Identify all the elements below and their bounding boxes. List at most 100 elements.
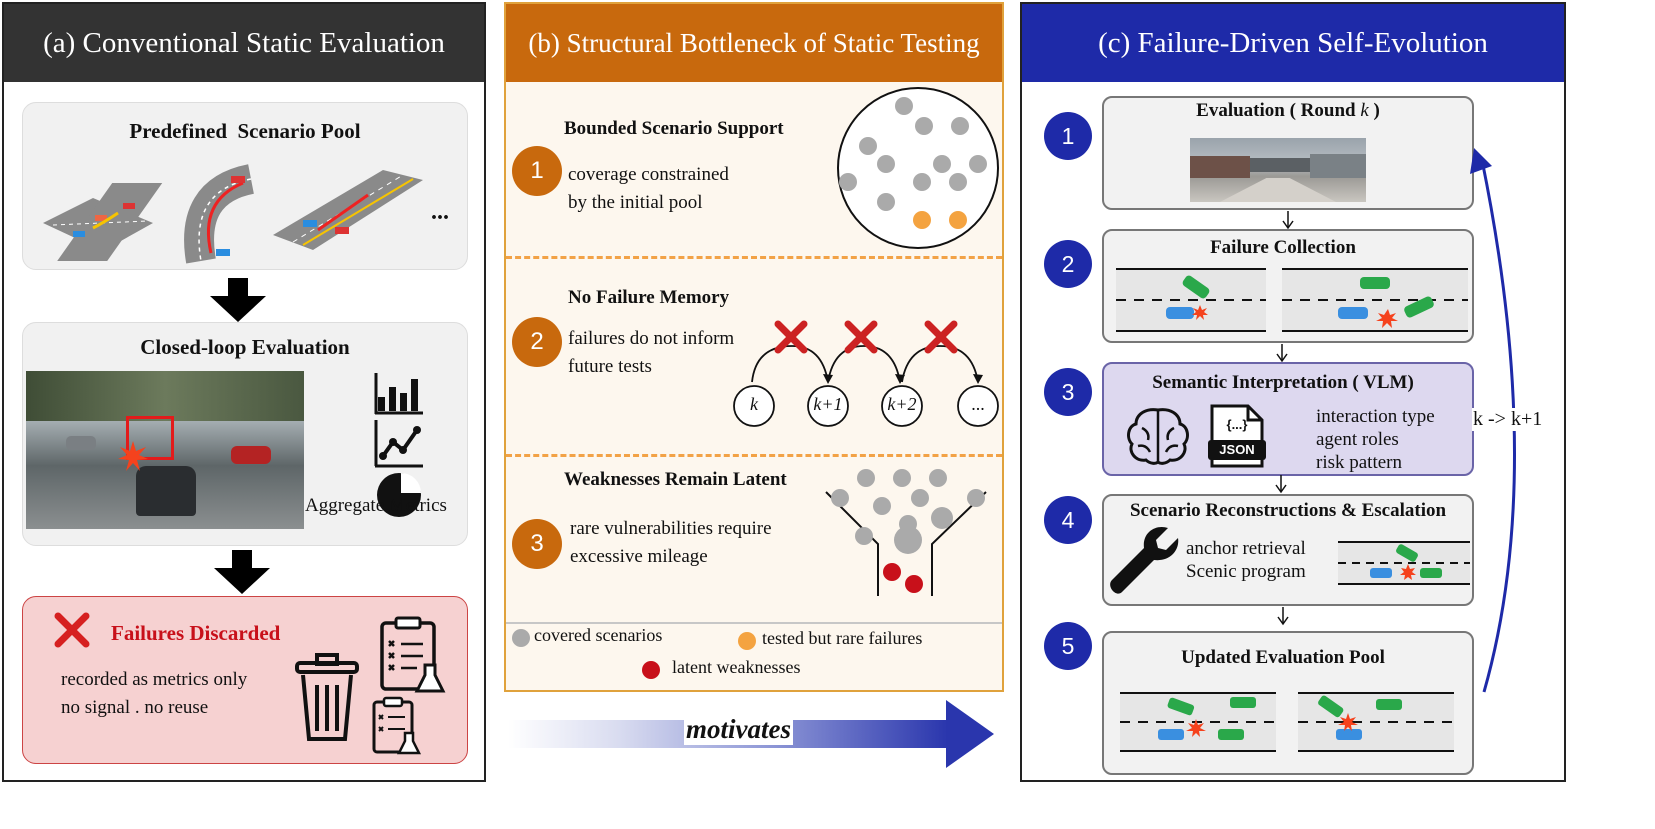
motivates-arrow-head	[946, 700, 994, 768]
arrow-2-3	[1276, 344, 1288, 363]
item1-number: 1	[512, 146, 562, 196]
bar-chart-icon	[374, 373, 423, 415]
json-file-icon: {...} JSON	[1208, 404, 1266, 470]
step1-title: Evaluation ( Round k )	[1104, 100, 1472, 122]
scenario-ellipsis: ...	[431, 199, 449, 225]
scenario-support-circle	[837, 87, 999, 249]
step1-number: 1	[1044, 112, 1092, 160]
step4-box: Scenario Reconstructions & Escalation an…	[1102, 494, 1474, 606]
failure-memory-chain	[733, 320, 999, 427]
step1-box: Evaluation ( Round k )	[1102, 96, 1474, 210]
round-k: k	[750, 394, 758, 414]
item1-title: Bounded Scenario Support	[564, 118, 784, 139]
step5-number: 5	[1044, 622, 1092, 670]
legend-rare-swatch	[738, 632, 756, 650]
item1-line1: coverage constrained	[568, 164, 729, 185]
item3-number: 3	[512, 519, 562, 569]
step4-line2: Scenic program	[1186, 561, 1306, 582]
item3-title: Weaknesses Remain Latent	[564, 469, 787, 490]
step3-line3: risk pattern	[1316, 452, 1403, 473]
failures-title: Failures Discarded	[111, 621, 281, 645]
panel-b: (b) Structural Bottleneck of Static Test…	[504, 2, 1004, 692]
loop-arrow	[1470, 148, 1516, 693]
step3-line1: interaction type	[1316, 406, 1435, 427]
item2-line1: failures do not inform	[568, 328, 735, 349]
panel-a-header: (a) Conventional Static Evaluation	[4, 4, 484, 82]
step2-title: Failure Collection	[1210, 237, 1356, 258]
clipboard-flask-icon-small	[372, 696, 422, 755]
down-arrow-1	[210, 278, 266, 322]
legend-covered-label: covered scenarios	[534, 625, 663, 645]
cross-icon	[54, 612, 90, 648]
arrow-1-2	[1282, 211, 1294, 230]
scenario-pool-title: Predefined Scenario Pool	[129, 119, 361, 143]
curved-road-illustration	[184, 164, 255, 264]
step1-title-prefix: Evaluation ( Round	[1196, 100, 1361, 121]
panel-a: (a) Conventional Static Evaluation Prede…	[2, 2, 486, 782]
simulation-image	[26, 371, 304, 529]
escalation-road	[1338, 541, 1470, 585]
motivates-label: motivates	[684, 714, 793, 745]
item3-line2: excessive mileage	[570, 546, 708, 567]
round-ellipsis: ...	[971, 394, 985, 414]
json-label: JSON	[1219, 442, 1255, 457]
updated-road-1	[1120, 692, 1276, 752]
failures-discarded-box: Failures Discarded recorded as metrics o…	[22, 596, 468, 764]
json-braces: {...}	[1226, 417, 1248, 432]
arrow-3-4	[1275, 475, 1287, 494]
latent-funnel	[825, 469, 987, 596]
failure-road-1	[1116, 268, 1266, 332]
item2-number: 2	[512, 317, 562, 367]
step4-number: 4	[1044, 496, 1092, 544]
step3-title: Semantic Interpretation ( VLM)	[1152, 372, 1414, 393]
intersection-illustration	[43, 183, 163, 261]
failure-road-2	[1282, 268, 1468, 332]
item2-line2: future tests	[568, 356, 652, 377]
scenario-pool-box: Predefined Scenario Pool	[22, 102, 468, 270]
item3-line1: rare vulnerabilities require	[570, 518, 772, 539]
divider-2	[506, 454, 1002, 457]
wrench-icon	[1110, 526, 1179, 594]
round-k1: k+1	[813, 394, 843, 414]
failures-line1: recorded as metrics only	[61, 669, 248, 690]
collision-burst-icon	[118, 441, 148, 471]
step5-title: Updated Evaluation Pool	[1181, 647, 1385, 668]
clipboard-flask-icon	[380, 616, 446, 693]
legend-latent-label: latent weaknesses	[672, 657, 801, 677]
closed-loop-box: Closed-loop Evaluation Aggregate Metrics	[22, 322, 468, 546]
failures-line2: no signal . no reuse	[61, 697, 209, 718]
step3-box: Semantic Interpretation ( VLM) {...} JSO…	[1102, 362, 1474, 476]
step4-line1: anchor retrieval	[1186, 538, 1306, 559]
closed-loop-title: Closed-loop Evaluation	[140, 335, 350, 359]
aggregate-metrics-label: Aggregate Metrics	[305, 495, 447, 516]
legend-latent-swatch	[642, 661, 660, 679]
down-arrow-2	[214, 550, 270, 594]
straight-road-illustration	[273, 170, 423, 250]
trash-icon	[295, 653, 359, 741]
step1-title-var: k	[1360, 100, 1369, 121]
panel-b-header: (b) Structural Bottleneck of Static Test…	[506, 4, 1002, 82]
step2-box: Failure Collection	[1102, 229, 1474, 343]
step2-number: 2	[1044, 240, 1092, 288]
step4-title: Scenario Reconstructions & Escalation	[1129, 500, 1447, 521]
divider-1	[506, 256, 1002, 259]
round-k2: k+2	[887, 394, 917, 414]
brain-icon	[1127, 408, 1189, 465]
step5-box: Updated Evaluation Pool	[1102, 631, 1474, 775]
legend	[506, 622, 1002, 694]
loop-label: k -> k+1	[1472, 408, 1544, 431]
legend-covered-swatch	[512, 629, 530, 647]
step1-title-suffix: )	[1368, 100, 1380, 121]
pie-chart-icon	[377, 473, 421, 517]
legend-rare-label: tested but rare failures	[762, 628, 923, 648]
step3-number: 3	[1044, 368, 1092, 416]
item2-title: No Failure Memory	[568, 287, 730, 308]
panel-c-header: (c) Failure-Driven Self-Evolution	[1022, 4, 1564, 82]
item1-line2: by the initial pool	[568, 192, 703, 213]
updated-road-2	[1298, 692, 1454, 752]
line-chart-icon	[374, 420, 423, 468]
step1-image	[1190, 138, 1366, 202]
step3-line2: agent roles	[1316, 429, 1399, 450]
arrow-4-5	[1277, 607, 1289, 626]
panel-c: (c) Failure-Driven Self-Evolution 1 Eval…	[1020, 2, 1566, 782]
